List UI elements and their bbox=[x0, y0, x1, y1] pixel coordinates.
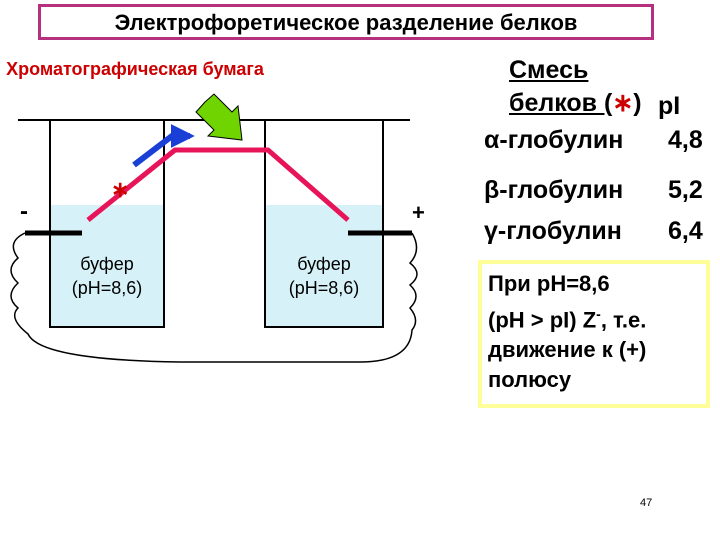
chromatography-paper bbox=[86, 147, 350, 222]
conclusion-line4: полюсу bbox=[488, 367, 572, 393]
protein-name-gamma: γ-глобулин bbox=[484, 217, 622, 245]
green-arrow bbox=[195, 93, 243, 141]
mixture-line2-close: ) bbox=[633, 89, 642, 117]
minus-sign: - bbox=[20, 198, 28, 225]
protein-name-alpha: α-глобулин bbox=[484, 126, 624, 154]
mixture-line1: Смесь bbox=[509, 56, 589, 84]
buffer-right-label: буфер (рН=8,6) bbox=[265, 252, 383, 300]
conclusion-box: При рН=8,6 (рН > pI) Z-, т.е. движение к… bbox=[478, 260, 710, 408]
conclusion-line2: (рН > pI) Z-, т.е. bbox=[488, 299, 700, 335]
page-number: 47 bbox=[640, 497, 653, 509]
plus-sign: + bbox=[412, 200, 425, 225]
mixture-line2-text: белков ( bbox=[509, 89, 613, 117]
conclusion-charge-sup: - bbox=[596, 306, 601, 322]
buffer-left-label: буфер (рН=8,6) bbox=[50, 252, 164, 300]
protein-pi-gamma: 6,4 bbox=[668, 217, 703, 245]
pi-header: pI bbox=[658, 92, 681, 120]
sample-star-icon: ∗ bbox=[111, 177, 130, 202]
vessel-right bbox=[264, 120, 384, 328]
mixture-line2: белков (∗) bbox=[509, 88, 642, 118]
conclusion-line2-a: (рН > pI) Z bbox=[488, 307, 597, 333]
protein-pi-alpha: 4,8 bbox=[668, 126, 703, 154]
protein-name-beta: β-глобулин bbox=[484, 176, 624, 204]
buffer-right-line1: буфер bbox=[297, 254, 351, 274]
mixture-star-icon: ∗ bbox=[612, 89, 634, 117]
buffer-right bbox=[265, 205, 383, 327]
title-box: Электрофоретическое разделение белков bbox=[38, 4, 654, 40]
conclusion-line3: движение к (+) bbox=[488, 337, 647, 363]
conclusion-line1: При рН=8,6 bbox=[488, 271, 610, 296]
conclusion-line2-b: , т.е. bbox=[600, 307, 647, 333]
buffer-left bbox=[50, 205, 164, 327]
vessel-left bbox=[49, 120, 165, 328]
slide-title: Электрофоретическое разделение белков bbox=[114, 10, 578, 35]
paper-label: Хроматографическая бумага bbox=[6, 59, 264, 79]
buffer-left-line2: (рН=8,6) bbox=[71, 278, 143, 298]
buffer-left-line1: буфер bbox=[80, 254, 134, 274]
circuit-wire bbox=[10, 232, 418, 363]
blue-arrow bbox=[132, 124, 195, 168]
buffer-right-line2: (рН=8,6) bbox=[288, 278, 360, 298]
protein-pi-beta: 5,2 bbox=[668, 176, 703, 204]
